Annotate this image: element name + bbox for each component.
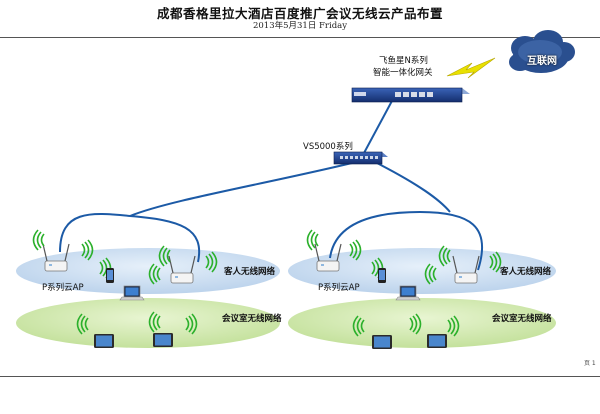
left-phone [106,268,114,283]
diagram-date: 2013年5月31日 Friday [252,21,348,31]
internet-cloud-icon [509,30,575,73]
right-ap-cable-loop [329,210,484,271]
switch-label: VS5000系列 [303,142,353,152]
gateway-router-icon [351,87,470,103]
left-guest-zone [16,248,280,294]
gateway-switch-cable [363,98,394,154]
right-meeting-zone [288,298,556,348]
switch-right-cable [374,161,451,213]
right-tablet-2 [427,334,447,348]
wireless-link-lightning [446,57,496,79]
internet-label: 互联网 [527,56,557,67]
gateway-label-line1: 飞鱼星N系列 [379,56,428,66]
gateway-label-line2: 智能一体化网关 [373,68,433,78]
right-phone [378,268,386,283]
right-meeting-label: 会议室无线网络 [492,314,552,324]
bottom-rule [0,376,600,377]
left-meeting-zone [16,298,280,348]
right-guest-zone [288,248,556,294]
left-guest-label: 客人无线网络 [224,267,276,277]
left-ap-label: P系列云AP [42,283,84,293]
right-guest-label: 客人无线网络 [500,267,552,277]
diagram-title: 成都香格里拉大酒店百度推广会议无线云产品布置 [156,6,443,21]
network-switch-icon [333,151,388,165]
right-ap-label: P系列云AP [318,283,360,293]
left-tablet-1 [94,334,114,348]
top-rule [0,37,600,38]
left-ap-cable-loop [59,213,201,263]
page-number: 页 1 [584,360,596,367]
left-meeting-label: 会议室无线网络 [222,314,282,324]
right-tablet-1 [372,335,392,349]
switch-left-cable [129,162,353,217]
left-tablet-2 [153,333,173,347]
